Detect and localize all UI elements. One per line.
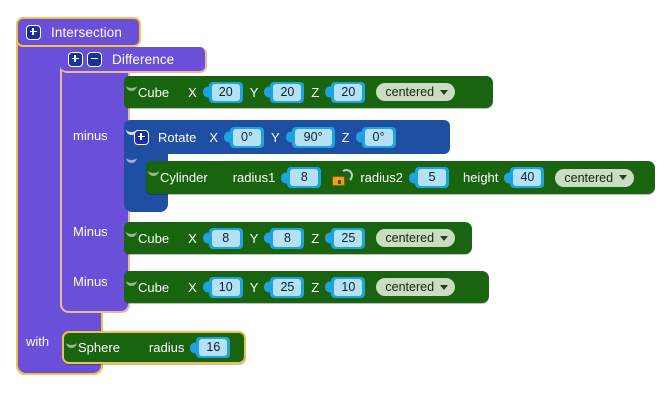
cylinder-alignment-value: centered: [564, 170, 614, 185]
unlocked-padlock-icon[interactable]: [332, 168, 355, 186]
cube-3-alignment-dropdown[interactable]: centered: [376, 278, 456, 296]
sphere-field-label-radius: radius: [148, 340, 185, 355]
cube-2-field-label-z: Z: [311, 230, 320, 246]
cube-1-field-z[interactable]: 20: [331, 81, 366, 103]
cube-1-field-x[interactable]: 20: [208, 81, 243, 103]
cube-3-name: Cube: [138, 279, 170, 295]
intersection-expand-plus-icon[interactable]: [26, 24, 41, 40]
cube-2-field-label-y: Y: [249, 230, 259, 246]
cube-3-field-y[interactable]: 25: [270, 276, 305, 298]
difference-slot-label-minus-1: minus: [73, 128, 108, 143]
block-cube-3[interactable]: Cube X 10 Y 25 Z 10 centered: [124, 271, 489, 303]
cube-2-field-label-x: X: [188, 230, 197, 246]
cube-1-field-label-x: X: [188, 84, 197, 100]
block-sphere[interactable]: Sphere radius 16: [62, 331, 246, 364]
cube-3-alignment-value: centered: [385, 280, 435, 294]
rotate-field-label-x: X: [209, 129, 218, 145]
cube-1-field-label-z: Z: [311, 84, 320, 100]
cylinder-field-label-radius1: radius1: [232, 170, 276, 185]
sphere-field-radius[interactable]: 16: [196, 337, 231, 358]
cube-2-field-x[interactable]: 8: [208, 227, 243, 249]
rotate-name: Rotate: [158, 129, 197, 145]
cube-3-field-label-x: X: [188, 279, 197, 295]
rotate-field-label-z: Z: [341, 129, 350, 145]
rotate-expand-plus-icon[interactable]: [134, 129, 149, 145]
block-intersection-title: Intersection: [51, 24, 122, 40]
rotate-field-y[interactable]: 90°: [291, 126, 335, 148]
cube-3-field-label-y: Y: [249, 279, 259, 295]
cube-1-name: Cube: [138, 84, 170, 100]
block-difference-foot[interactable]: [60, 288, 130, 313]
cube-3-field-z[interactable]: 10: [331, 276, 366, 298]
block-cylinder[interactable]: Cylinder radius1 8 radius2 5 height 40 c…: [146, 161, 655, 194]
rotate-field-label-y: Y: [270, 129, 280, 145]
cube-1-alignment-dropdown[interactable]: centered: [376, 83, 456, 101]
cube-3-field-x[interactable]: 10: [208, 276, 243, 298]
chevron-down-icon: [440, 235, 449, 241]
cube-3-field-label-z: Z: [311, 279, 320, 295]
cube-1-field-label-y: Y: [249, 84, 259, 100]
block-rotate-header[interactable]: Rotate X 0° Y 90° Z 0°: [124, 120, 450, 154]
block-cube-1[interactable]: Cube X 20 Y 20 Z 20 centered: [124, 76, 493, 108]
cube-1-field-y[interactable]: 20: [270, 81, 305, 103]
sphere-name: Sphere: [78, 340, 120, 355]
difference-slot-label-minus-3: Minus: [73, 274, 108, 289]
block-intersection-header[interactable]: Intersection: [16, 17, 141, 47]
block-difference[interactable]: [60, 47, 130, 313]
cube-1-alignment-value: centered: [385, 85, 435, 99]
block-cube-2[interactable]: Cube X 8 Y 8 Z 25 centered: [124, 222, 472, 254]
rotate-field-z[interactable]: 0°: [361, 126, 396, 148]
cube-2-alignment-value: centered: [385, 231, 435, 245]
cylinder-field-label-radius2: radius2: [360, 170, 403, 185]
chevron-down-icon: [440, 89, 449, 95]
cylinder-field-height[interactable]: 40: [510, 167, 545, 188]
cylinder-alignment-dropdown[interactable]: centered: [555, 168, 635, 187]
intersection-slot-label-with: with: [26, 334, 50, 349]
cube-2-alignment-dropdown[interactable]: centered: [376, 229, 456, 247]
cylinder-field-radius1[interactable]: 8: [287, 167, 322, 188]
cube-2-field-y[interactable]: 8: [270, 227, 305, 249]
cylinder-field-label-height: height: [462, 170, 499, 185]
block-difference-header[interactable]: Difference: [60, 47, 207, 73]
block-difference-title: Difference: [112, 51, 175, 67]
cube-2-field-z[interactable]: 25: [331, 227, 366, 249]
difference-expand-plus-icon[interactable]: [68, 51, 83, 67]
cube-2-name: Cube: [138, 230, 170, 246]
cylinder-name: Cylinder: [160, 170, 208, 185]
chevron-down-icon: [619, 175, 628, 180]
cylinder-field-radius2[interactable]: 5: [414, 167, 449, 188]
difference-slot-label-minus-2: Minus: [73, 224, 108, 239]
difference-collapse-minus-icon[interactable]: [87, 51, 102, 67]
rotate-field-x[interactable]: 0°: [229, 126, 264, 148]
chevron-down-icon: [440, 284, 449, 290]
